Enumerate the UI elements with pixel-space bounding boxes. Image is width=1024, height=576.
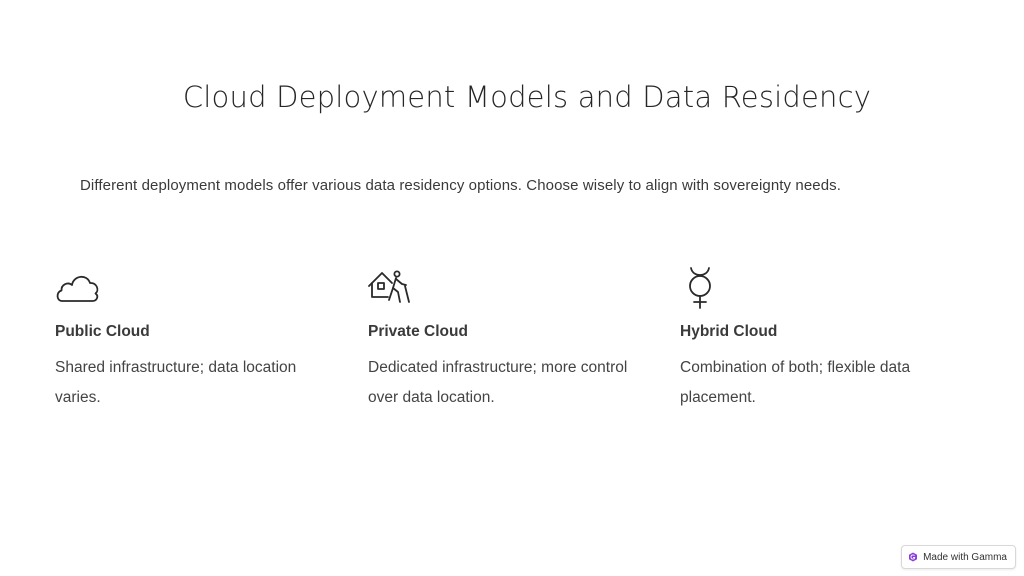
- intro-text: Different deployment models offer variou…: [80, 177, 842, 194]
- badge-label: Made with Gamma: [923, 551, 1007, 563]
- card-description: Dedicated infrastructure; more control o…: [368, 359, 628, 406]
- card-private-cloud: Private Cloud Dedicated infrastructure; …: [368, 266, 638, 406]
- house-person-icon: [368, 266, 414, 310]
- cloud-icon: [55, 266, 101, 310]
- mercury-symbol-icon: [680, 266, 726, 310]
- card-description: Combination of both; flexible data place…: [680, 359, 911, 406]
- card-heading: Public Cloud: [55, 323, 150, 340]
- page-title: Cloud Deployment Models and Data Residen…: [182, 80, 872, 114]
- card-public-cloud: Public Cloud Shared infrastructure; data…: [55, 266, 325, 406]
- card-description: Shared infrastructure; data location var…: [55, 359, 297, 406]
- gamma-logo-icon: [908, 552, 918, 562]
- card-heading: Hybrid Cloud: [680, 323, 778, 340]
- made-with-gamma-button[interactable]: Made with Gamma: [901, 545, 1016, 569]
- card-hybrid-cloud: Hybrid Cloud Combination of both; flexib…: [680, 266, 950, 406]
- card-heading: Private Cloud: [368, 323, 468, 340]
